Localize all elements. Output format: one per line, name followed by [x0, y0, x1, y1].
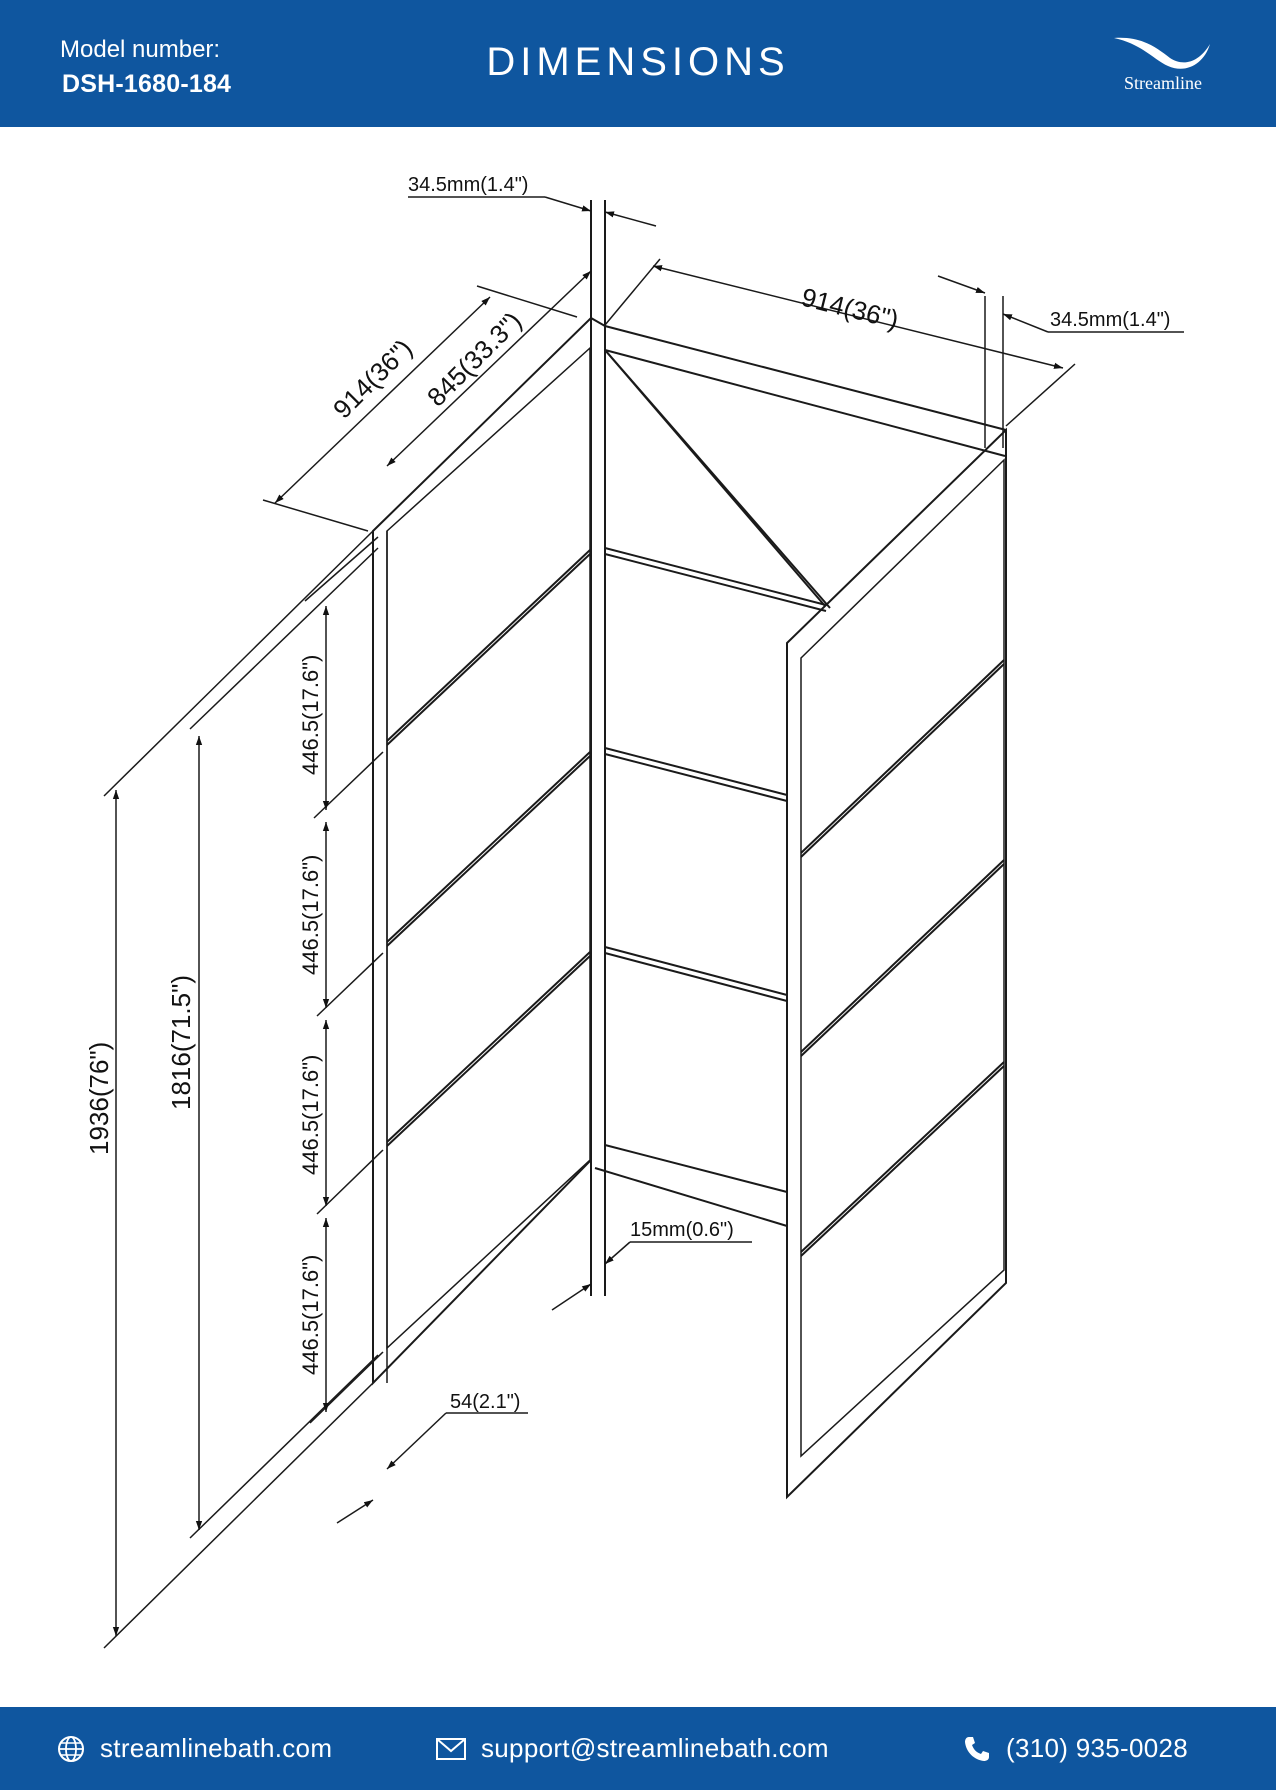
phone-icon: [965, 1736, 989, 1761]
model-label: Model number:: [60, 36, 221, 63]
phone-number[interactable]: (310) 935-0028: [1006, 1733, 1188, 1763]
door-panel-frame: [786, 427, 1007, 1500]
streamline-logo-icon: [1114, 37, 1210, 69]
dim-panel-height-3: 446.5(17.6"): [298, 1055, 323, 1175]
model-number: DSH-1680-184: [62, 70, 232, 98]
website-link[interactable]: streamlinebath.com: [100, 1733, 333, 1763]
shower-enclosure: [372, 200, 1007, 1500]
dim-panel-height-4: 446.5(17.6"): [298, 1255, 323, 1375]
footer-bar: streamlinebath.com support@streamlinebat…: [0, 1707, 1276, 1790]
shower-dimension-drawing: 34.5mm(1.4") 34.5mm(1.4") 914(36") 914(3…: [84, 174, 1184, 1649]
page-title: DIMENSIONS: [486, 40, 790, 84]
dim-base-offset: 54(2.1"): [450, 1391, 520, 1413]
dim-overall-height: 1936(76"): [84, 1042, 114, 1155]
email-link[interactable]: support@streamlinebath.com: [481, 1733, 829, 1763]
brand-name: Streamline: [1124, 73, 1202, 93]
dim-frame-top-right: 34.5mm(1.4"): [1050, 309, 1170, 331]
dim-post-gap: 15mm(0.6"): [630, 1219, 734, 1241]
dimension-lines: [103, 196, 1184, 1649]
footer-phone[interactable]: (310) 935-0028: [962, 1707, 1188, 1790]
globe-icon: [58, 1735, 84, 1762]
mail-icon: [436, 1737, 466, 1760]
header-bar: Model number: DSH-1680-184 DIMENSIONS St…: [0, 0, 1276, 127]
door-panel-glass: [800, 458, 1005, 1458]
dim-panel-height-2: 446.5(17.6"): [298, 855, 323, 975]
back-panel-glass-top: [604, 349, 1006, 457]
dim-glass-height: 1816(71.5"): [166, 975, 196, 1110]
dim-frame-top-left: 34.5mm(1.4"): [408, 174, 528, 196]
left-panel-frame: [372, 315, 592, 1386]
back-panel-top: [604, 325, 1007, 431]
dim-back-width: 914(36"): [799, 282, 902, 335]
footer-email[interactable]: support@streamlinebath.com: [435, 1707, 829, 1790]
footer-website[interactable]: streamlinebath.com: [56, 1707, 332, 1790]
dim-panel-height-1: 446.5(17.6"): [298, 655, 323, 775]
dimension-labels: 34.5mm(1.4") 34.5mm(1.4") 914(36") 914(3…: [84, 174, 1170, 1413]
